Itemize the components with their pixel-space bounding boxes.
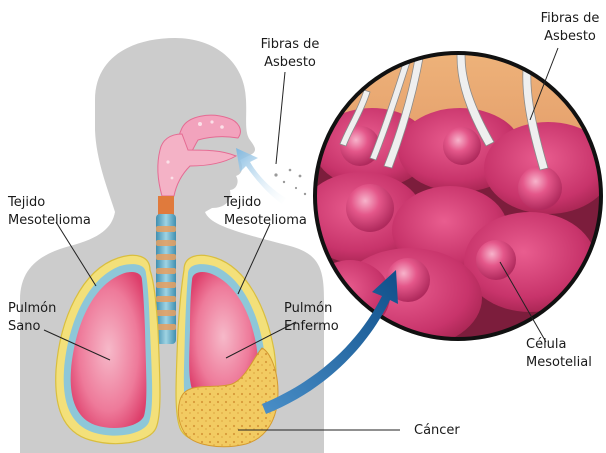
label-line: Mesotelioma	[224, 213, 307, 228]
label-line: Sano	[8, 319, 40, 334]
label-cancer: Cáncer	[414, 423, 460, 438]
label-mesothelioma-tissue-right: Tejido Mesotelioma	[223, 195, 307, 228]
label-line: Pulmón	[8, 301, 56, 316]
label-line: Célula	[526, 337, 567, 352]
trachea	[156, 196, 176, 344]
label-line: Fibras de	[541, 11, 600, 26]
label-line: Pulmón	[284, 301, 332, 316]
label-line: Asbesto	[264, 55, 316, 70]
label-mesothelioma-tissue-left: Tejido Mesotelioma	[7, 195, 91, 228]
label-asbestos-fibers-right: Fibras de Asbesto	[541, 11, 600, 44]
label-line: Enfermo	[284, 319, 339, 334]
label-line: Mesotelioma	[8, 213, 91, 228]
label-line: Tejido	[7, 195, 45, 210]
label-line: Asbesto	[544, 29, 596, 44]
label-line: Mesotelial	[526, 355, 592, 370]
label-asbestos-fibers-left: Fibras de Asbesto	[261, 37, 320, 70]
label-line: Fibras de	[261, 37, 320, 52]
label-line: Tejido	[223, 195, 261, 210]
label-mesothelial-cell: Célula Mesotelial	[526, 337, 592, 370]
magnified-view	[300, 40, 606, 350]
